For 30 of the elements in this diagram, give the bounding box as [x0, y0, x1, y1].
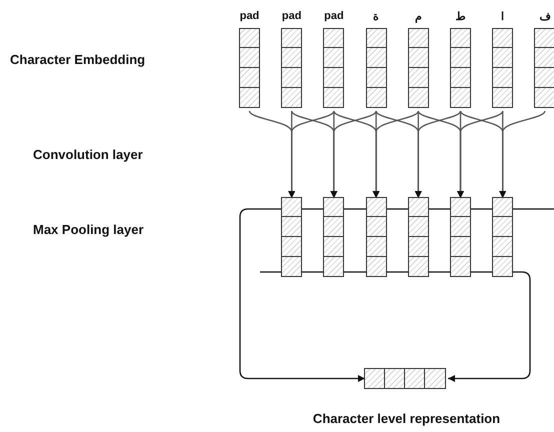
layer-label: Character Embedding — [10, 52, 146, 67]
pooled-feature-vector — [492, 198, 514, 277]
embedding-vector — [492, 29, 514, 108]
embedding-vector — [450, 29, 471, 108]
embedding-vector — [534, 29, 554, 108]
embedding-vector — [281, 29, 302, 108]
embedding-vector — [323, 29, 344, 108]
pooling-arrow — [260, 271, 531, 382]
layer-label: Max Pooling layer — [33, 222, 144, 237]
pooled-feature-vector — [450, 198, 471, 277]
pooling-arrow — [239, 208, 554, 382]
character-label: ا — [501, 10, 504, 23]
output-label: Character level representation — [312, 411, 500, 426]
pooled-feature-vector — [323, 198, 344, 277]
pooled-feature-vector — [408, 198, 429, 277]
pooled-feature-vector — [366, 198, 387, 277]
embedding-vector — [408, 29, 429, 108]
character-label: pad — [324, 10, 344, 22]
character-label: ة — [373, 10, 380, 23]
embedding-vector — [366, 29, 387, 108]
embedding-vector — [239, 29, 260, 108]
character-label: pad — [282, 10, 302, 22]
character-label: م — [414, 10, 422, 23]
character-label: ف — [539, 10, 550, 23]
character-label: pad — [240, 10, 260, 22]
representation-vector — [365, 368, 446, 389]
character-label: ط — [456, 10, 466, 23]
pooled-feature-vector — [281, 198, 302, 277]
layer-label: Convolution layer — [33, 147, 143, 162]
convolution-arrow — [499, 110, 546, 198]
